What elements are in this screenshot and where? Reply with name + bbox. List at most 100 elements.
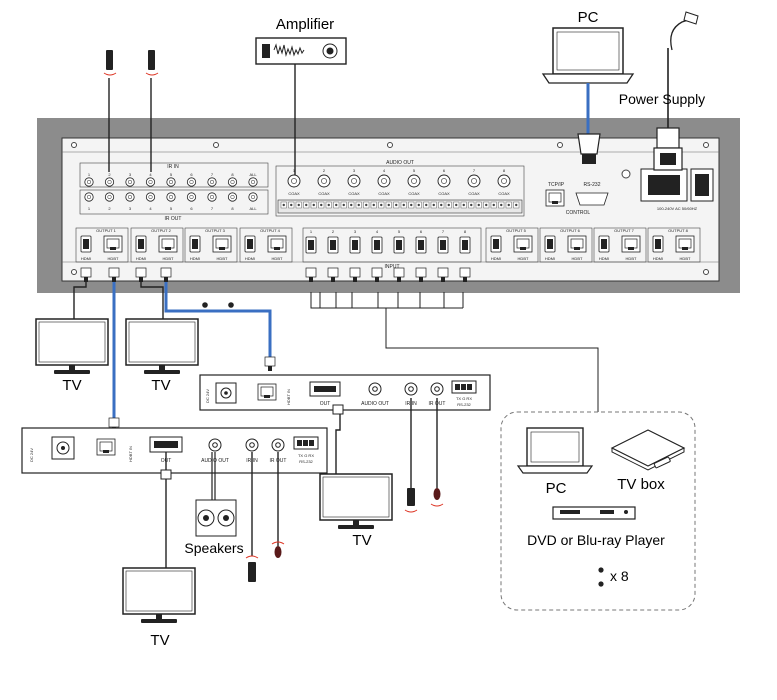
input-number: 1 xyxy=(310,229,313,234)
tv-box-label: TV box xyxy=(617,476,665,493)
output-hdbt-label: HDBT xyxy=(626,256,637,261)
rb-hdbt-in-label: HDBT IN xyxy=(286,389,291,405)
ir-in-jack-center xyxy=(230,179,235,185)
ra-hdbt-in-port[interactable] xyxy=(96,438,116,456)
terminal-screw xyxy=(387,203,390,207)
rb-hdbt-in-port[interactable] xyxy=(257,383,277,401)
rs232-port[interactable] xyxy=(575,192,609,206)
output-group xyxy=(539,227,593,263)
coax-label: COAX xyxy=(318,191,330,196)
output-hdbt-port[interactable] xyxy=(675,235,695,253)
output-hdbt-port[interactable] xyxy=(267,235,287,253)
output-group xyxy=(184,227,238,263)
output-hdmi-port[interactable] xyxy=(544,235,556,253)
terminal-screw xyxy=(350,203,353,207)
terminal-screw xyxy=(477,203,480,207)
audio-out-label: AUDIO OUT xyxy=(386,160,414,166)
ir-in-label: IR IN xyxy=(167,164,179,170)
input-hdmi-port[interactable] xyxy=(459,236,471,254)
output-hdmi-port[interactable] xyxy=(135,235,147,253)
input-hdmi-port[interactable] xyxy=(415,236,427,254)
rs232-label: RS-232 xyxy=(584,182,601,188)
output-hdbt-port[interactable] xyxy=(103,235,123,253)
amplifier xyxy=(255,37,347,175)
output-hdbt-port[interactable] xyxy=(621,235,641,253)
coax-jack-center xyxy=(501,178,507,184)
input-hdmi-port[interactable] xyxy=(349,236,361,254)
ir-out-jack-center xyxy=(209,194,215,200)
coax-label: COAX xyxy=(348,191,360,196)
ir-out-jack-center xyxy=(230,194,235,200)
output-hdbt-label: HDBT xyxy=(217,256,228,261)
terminal-screw xyxy=(432,203,435,207)
input-number: 7 xyxy=(442,229,445,234)
output-hdbt-label: HDBT xyxy=(518,256,529,261)
ir-out-jack-center xyxy=(127,194,133,200)
output-hdbt-label: HDBT xyxy=(108,256,119,261)
rb-out-label: OUT xyxy=(320,401,331,407)
coax-jack-center xyxy=(471,178,477,184)
output-hdbt-port[interactable] xyxy=(513,235,533,253)
terminal-screw xyxy=(372,203,375,207)
output-label: OUTPUT 2 xyxy=(151,228,171,233)
input-hdmi-port[interactable] xyxy=(305,236,317,254)
output-hdmi-port[interactable] xyxy=(189,235,201,253)
terminal-screw xyxy=(327,203,330,207)
terminal-screw xyxy=(395,203,398,207)
power-block: 100-240V AC 50/60HZ xyxy=(640,168,714,211)
terminal-screw xyxy=(447,203,450,207)
receiver-a: DC 24V HDBT IN OUT AUDIO OUT IR IN IR OU… xyxy=(21,427,328,582)
coax-label: COAX xyxy=(408,191,420,196)
coax-number: 2 xyxy=(323,168,326,173)
input-hdmi-port[interactable] xyxy=(371,236,383,254)
output-hdbt-label: HDBT xyxy=(272,256,283,261)
tv-1-label: TV xyxy=(62,377,81,394)
tcpip-port[interactable] xyxy=(545,189,565,207)
output-hdbt-label: HDBT xyxy=(572,256,583,261)
ir-out-label: IR OUT xyxy=(165,216,182,222)
cables xyxy=(73,281,599,418)
output-hdmi-port[interactable] xyxy=(80,235,92,253)
output-hdmi-label: HDMI xyxy=(245,256,255,261)
output-hdmi-port[interactable] xyxy=(598,235,610,253)
ir-out-jack-center xyxy=(148,194,153,200)
receiver-b: DC 24V HDBT IN OUT AUDIO OUT IR IN IR OU… xyxy=(199,374,491,513)
output-label: OUTPUT 8 xyxy=(668,228,688,233)
ir-in-jack-center xyxy=(189,179,194,185)
input-hdmi-port[interactable] xyxy=(437,236,449,254)
coax-jack-center xyxy=(321,178,327,184)
output-hdbt-port[interactable] xyxy=(158,235,178,253)
control-label: CONTROL xyxy=(566,210,591,216)
output-hdbt-port[interactable] xyxy=(567,235,587,253)
output-hdmi-label: HDMI xyxy=(190,256,200,261)
ir-in-jack-center xyxy=(250,179,256,185)
output-hdbt-port[interactable] xyxy=(212,235,232,253)
ground-screw xyxy=(621,169,631,179)
coax-jack-center xyxy=(351,178,357,184)
ra-hdbt-in-label: HDBT IN xyxy=(128,446,133,462)
output-hdmi-port[interactable] xyxy=(490,235,502,253)
ir-in-number: 3 xyxy=(129,172,132,177)
ir-out-jack-center xyxy=(107,194,112,200)
coax-label: COAX xyxy=(288,191,300,196)
tv-box-icon xyxy=(610,429,686,467)
coax-label: COAX xyxy=(498,191,510,196)
input-hdmi-port[interactable] xyxy=(327,236,339,254)
ir-out-number: ALL xyxy=(249,206,257,211)
terminal-screw xyxy=(410,203,413,207)
terminal-screw xyxy=(417,203,420,207)
cable-plug xyxy=(264,356,276,372)
coax-label: COAX xyxy=(378,191,390,196)
amplifier-label: Amplifier xyxy=(276,16,334,33)
ir-out-number: 5 xyxy=(170,206,173,211)
output-hdmi-port[interactable] xyxy=(244,235,256,253)
ir-receivers-top xyxy=(103,50,159,172)
output-hdmi-port[interactable] xyxy=(652,235,664,253)
input-hdmi-port[interactable] xyxy=(393,236,405,254)
tv-3 xyxy=(319,473,393,530)
ir-out-number: 8 xyxy=(231,206,234,211)
terminal-screw xyxy=(305,203,308,207)
output-hdmi-label: HDMI xyxy=(545,256,555,261)
terminal-screw xyxy=(440,203,443,207)
